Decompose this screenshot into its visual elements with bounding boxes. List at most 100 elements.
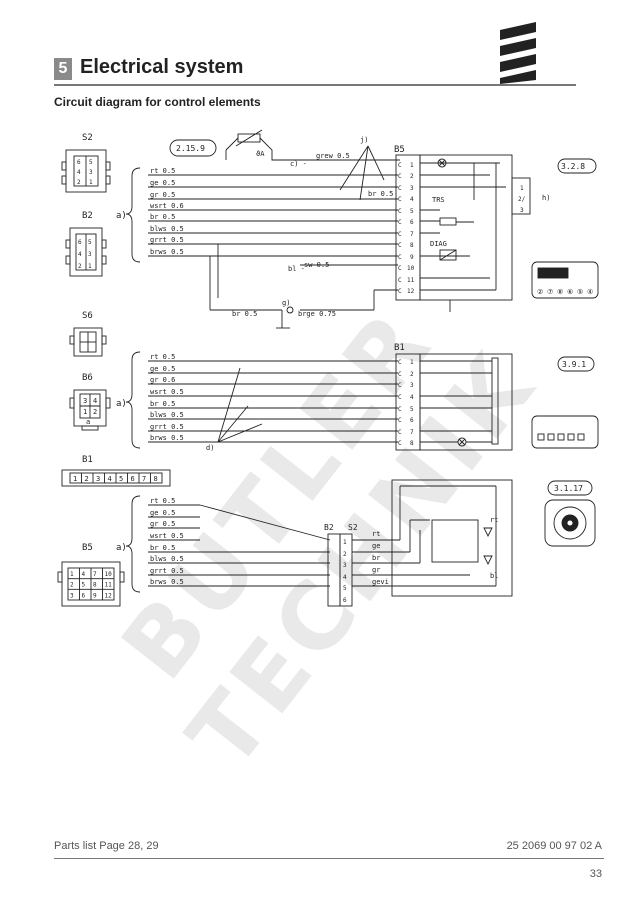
svg-text:6: 6 [343, 597, 347, 604]
header-rule [54, 84, 576, 86]
b5-grid-pin: 1 [70, 571, 74, 578]
g1-keypad-keys: ② ⑦ ⑧ ⑥ ⑤ ④ [537, 288, 593, 296]
svg-text:4: 4 [410, 196, 414, 203]
b5-grid-pin: 9 [93, 592, 97, 599]
s6-connector-icon [69, 327, 107, 357]
g3-label: a) [116, 543, 127, 553]
circuit-diagram: S2 B2 S6 B6 B1 B5 [57, 129, 599, 607]
svg-text:C: C [398, 231, 402, 238]
g1-sensor-label: ϑA [256, 150, 265, 158]
svg-text:4: 4 [410, 394, 414, 401]
b2-pin: 5 [88, 239, 92, 246]
svg-text:C: C [398, 173, 402, 180]
g1-plug-h [511, 177, 531, 215]
section-number: 5 [54, 58, 72, 80]
svg-text:2: 2 [410, 173, 414, 180]
svg-text:⑥: ⑥ [567, 288, 573, 296]
s2-pin: 5 [89, 159, 93, 166]
g2-panel-icon [531, 415, 599, 449]
svg-text:C: C [398, 417, 402, 424]
g1-lamp-icon [437, 158, 447, 168]
b5-grid-pin: 6 [82, 592, 86, 599]
g2-d-label: d) [206, 444, 214, 452]
b6-connector-icon [69, 389, 111, 431]
b2-pin: 2 [78, 263, 82, 270]
svg-text:C: C [398, 242, 402, 249]
b5-grid-pin: 11 [105, 582, 113, 589]
svg-text:ge 0.5: ge 0.5 [150, 509, 175, 517]
g2-wire-labels: rt 0.5 ge 0.5 gr 0.6 wsrt 0.5 br 0.5 blw… [150, 353, 184, 442]
svg-text:C: C [398, 219, 402, 226]
svg-text:8: 8 [410, 440, 414, 447]
b5-grid-pin: 12 [105, 592, 113, 599]
svg-text:6: 6 [410, 219, 414, 226]
b1-strip-pin: 1 [73, 475, 77, 483]
b1-strip-pin: 2 [85, 475, 89, 483]
footer-rule [54, 858, 604, 859]
svg-text:rt 0.5: rt 0.5 [150, 497, 175, 505]
svg-text:2: 2 [410, 371, 414, 378]
svg-text:wsrt 0.5: wsrt 0.5 [150, 388, 184, 396]
svg-text:C: C [398, 208, 402, 215]
g3-wire-labels: rt 0.5 ge 0.5 gr 0.5 wsrt 0.5 br 0.5 blw… [150, 497, 184, 586]
parts-list-ref: Parts list Page 28, 29 [54, 840, 159, 852]
b1-strip-pin: 8 [154, 475, 158, 483]
svg-text:gr 0.5: gr 0.5 [150, 191, 175, 199]
b1-strip-pin: 5 [119, 475, 123, 483]
label-s2: S2 [82, 133, 93, 143]
svg-text:br 0.5: br 0.5 [150, 544, 175, 552]
g3-ref-box-right [547, 480, 593, 496]
label-b1: B1 [82, 455, 93, 465]
s2-connector-icon [61, 149, 111, 193]
svg-text:2/: 2/ [518, 196, 526, 203]
svg-text:C: C [398, 382, 402, 389]
g1-ref-left: 2.15.9 [176, 144, 205, 153]
s2-pin: 6 [77, 159, 81, 166]
svg-text:brws 0.5: brws 0.5 [150, 578, 184, 586]
svg-text:⑦: ⑦ [547, 288, 553, 296]
g2-internal-lines [420, 360, 492, 443]
page-number: 33 [589, 868, 602, 880]
b2-pin: 1 [88, 263, 92, 270]
svg-text:rt: rt [372, 530, 380, 538]
b2-pin: 4 [78, 251, 82, 258]
g2-wires [148, 360, 398, 443]
g3-led-icon [483, 527, 493, 566]
svg-text:1: 1 [410, 162, 414, 169]
svg-text:br 0.5: br 0.5 [150, 213, 175, 221]
svg-text:C: C [398, 406, 402, 413]
svg-text:10: 10 [407, 265, 415, 272]
g1-bl-label: bl - [288, 265, 305, 273]
b2-connector-icon [65, 227, 107, 277]
b5-grid-pin: 7 [93, 571, 97, 578]
svg-text:6: 6 [410, 417, 414, 424]
svg-text:C: C [398, 371, 402, 378]
g1-ref-box-right [557, 158, 597, 174]
b5-grid-pin: 5 [82, 582, 86, 589]
doc-number: 25 2069 00 97 02 A [506, 840, 602, 852]
g1-j-label: j) [360, 136, 368, 144]
svg-text:br 0.5: br 0.5 [150, 400, 175, 408]
g1-b5-header: B5 [394, 145, 405, 155]
svg-text:gevi: gevi [372, 578, 389, 586]
g1-wire-labels: rt 0.5 ge 0.5 gr 0.5 wsrt 0.6 br 0.5 blw… [150, 167, 184, 256]
svg-text:rt 0.5: rt 0.5 [150, 167, 175, 175]
g1-label: a) [116, 211, 127, 221]
g1-wires [148, 150, 398, 329]
s2-pin: 1 [89, 179, 93, 186]
svg-text:5: 5 [343, 585, 347, 592]
b1-strip-pin: 3 [96, 475, 100, 483]
g3-rt-label: rt [490, 516, 498, 524]
svg-text:3: 3 [410, 382, 414, 389]
g3-control-knob-icon [544, 499, 596, 547]
b6-grid-pin: 1 [83, 408, 87, 416]
b5-grid-pin: 8 [93, 582, 97, 589]
label-b6: B6 [82, 373, 93, 383]
g1-bottom-br: br 0.5 [232, 310, 257, 318]
g3-outer-box [391, 479, 513, 597]
g3-wires [148, 504, 331, 587]
svg-text:C: C [398, 288, 402, 295]
svg-text:grrt 0.5: grrt 0.5 [150, 423, 184, 431]
svg-text:brws 0.5: brws 0.5 [150, 248, 184, 256]
g3-right-wires [352, 485, 497, 587]
